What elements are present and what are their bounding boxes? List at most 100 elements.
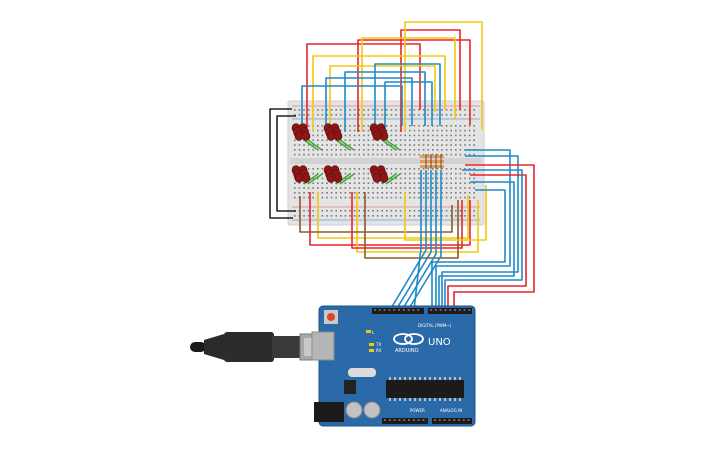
breadboard-hole (303, 187, 305, 189)
breadboard-hole (445, 134, 448, 137)
header-pin[interactable] (403, 419, 406, 421)
header-pin[interactable] (398, 309, 400, 311)
breadboard-hole (455, 215, 457, 217)
header-pin[interactable] (444, 309, 447, 311)
breadboard-hole (409, 114, 411, 116)
header-pin[interactable] (388, 419, 391, 421)
header-pin[interactable] (434, 419, 436, 421)
breadboard-hole (307, 153, 310, 156)
analog-label: ANALOG IN (440, 408, 462, 413)
breadboard-hole (404, 139, 406, 141)
breadboard-hole (422, 129, 425, 132)
breadboard-hole (422, 172, 425, 175)
header-pin[interactable] (417, 309, 420, 311)
breadboard-hole (335, 149, 337, 151)
breadboard-hole (441, 149, 443, 151)
header-pin[interactable] (434, 309, 437, 311)
breadboard-hole (427, 192, 429, 194)
breadboard-hole (344, 172, 347, 175)
header-pin[interactable] (393, 309, 396, 311)
breadboard-hole (436, 114, 439, 116)
header-pin[interactable] (458, 309, 461, 311)
red-led[interactable] (333, 173, 343, 183)
breadboard-hole (358, 153, 360, 156)
header-pin[interactable] (388, 309, 391, 311)
header-pin[interactable] (412, 309, 415, 311)
breadboard-hole (312, 139, 314, 141)
blue-wire (384, 81, 433, 132)
breadboard-hole (464, 153, 466, 156)
breadboard-hole (312, 192, 314, 194)
red-led[interactable] (379, 131, 389, 141)
breadboard-hole (367, 139, 370, 141)
header-pin[interactable] (417, 419, 420, 421)
header-pin[interactable] (407, 309, 410, 311)
breadboard-hole (409, 172, 411, 175)
wires (269, 21, 535, 311)
header-pin[interactable] (438, 419, 441, 421)
breadboard-hole (464, 114, 466, 116)
reset-button[interactable] (327, 313, 335, 321)
header-pin[interactable] (462, 419, 465, 421)
red-led[interactable] (301, 173, 311, 183)
chip-pin (419, 377, 421, 380)
breadboard-hole (326, 149, 328, 151)
breadboard-hole (422, 215, 425, 217)
breadboard-hole (330, 215, 333, 217)
breadboard-hole (450, 177, 452, 180)
breadboard-hole (395, 192, 397, 194)
breadboard-hole (294, 215, 296, 217)
breadboard-hole (418, 215, 420, 217)
breadboard-hole (353, 187, 356, 189)
breadboard-hole (473, 153, 475, 156)
header-pin[interactable] (453, 419, 456, 421)
header-pin[interactable] (383, 309, 386, 311)
breadboard-hole (450, 139, 452, 141)
header-pin[interactable] (398, 419, 401, 421)
breadboard-hole (441, 196, 443, 199)
red-led[interactable] (379, 173, 389, 183)
breadboard-hole (413, 149, 416, 151)
breadboard-hole (432, 210, 434, 212)
breadboard-hole (349, 210, 351, 212)
breadboard-hole (427, 125, 429, 127)
arduino-uno-board[interactable]: ARDUINO UNO DIGITAL (PWM~) POWER ANALOG … (311, 305, 476, 427)
breadboard-hole (473, 134, 475, 137)
breadboard-hole (459, 129, 462, 132)
header-pin[interactable] (378, 309, 381, 311)
breadboard-hole (330, 196, 333, 199)
header-pin[interactable] (430, 309, 432, 311)
red-led[interactable] (301, 131, 311, 141)
breadboard-hole (386, 144, 388, 146)
breadboard-hole (349, 215, 351, 217)
header-pin[interactable] (384, 419, 386, 421)
header-pin[interactable] (468, 309, 471, 311)
breadboard-hole (344, 196, 347, 199)
header-pin[interactable] (439, 309, 442, 311)
header-pin[interactable] (443, 419, 446, 421)
header-pin[interactable] (374, 309, 376, 311)
breadboard-hole (445, 187, 448, 189)
red-led[interactable] (333, 131, 343, 141)
breadboard-hole (445, 114, 448, 116)
header-pin[interactable] (412, 419, 415, 421)
header-pin[interactable] (449, 309, 452, 311)
breadboard-hole (441, 192, 443, 194)
breadboard-hole (321, 109, 324, 111)
header-pin[interactable] (408, 419, 410, 421)
breadboard-hole (358, 134, 360, 137)
breadboard-hole (353, 192, 356, 194)
breadboard-hole (340, 210, 342, 212)
header-pin[interactable] (458, 419, 460, 421)
header-pin[interactable] (467, 419, 470, 421)
breadboard-hole (432, 187, 434, 189)
header-pin[interactable] (393, 419, 396, 421)
blue-wire (374, 63, 441, 132)
header-pin[interactable] (422, 419, 425, 421)
header-pin[interactable] (402, 309, 405, 311)
breadboard-hole (363, 168, 365, 170)
header-pin[interactable] (448, 419, 451, 421)
breadboard-hole (353, 134, 356, 137)
header-pin[interactable] (454, 309, 456, 311)
header-pin[interactable] (463, 309, 466, 311)
